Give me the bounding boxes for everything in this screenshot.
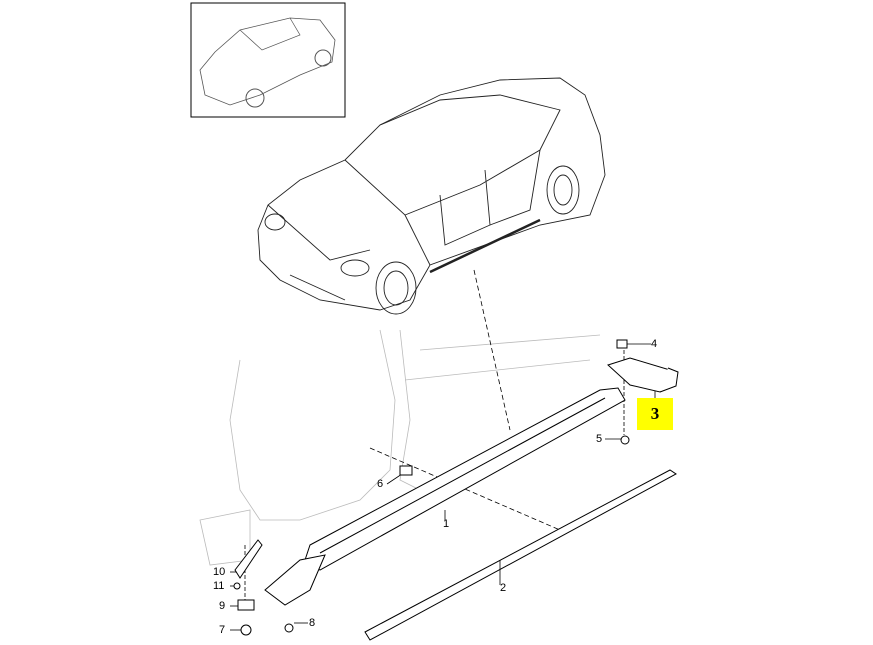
part-5-screw: [620, 435, 630, 445]
leader-lines: [230, 269, 656, 631]
part-1-sill-cover: [304, 387, 626, 571]
part-6-clip: [399, 465, 413, 476]
vehicle-illustration: [257, 77, 606, 315]
callout-1[interactable]: 1: [443, 518, 450, 530]
callout-3-highlighted[interactable]: 3: [637, 398, 673, 430]
vehicle-thumbnail: [190, 2, 346, 118]
callout-4[interactable]: 4: [651, 338, 658, 350]
callout-9[interactable]: 9: [219, 600, 226, 612]
callout-11[interactable]: 11: [213, 580, 225, 592]
callout-5[interactable]: 5: [596, 433, 603, 445]
part-2-trim-strip: [364, 469, 677, 641]
part-3-bracket: [607, 357, 679, 393]
part-4-clip: [616, 339, 628, 349]
callout-6[interactable]: 6: [377, 478, 384, 490]
callout-2[interactable]: 2: [500, 582, 507, 594]
callout-10[interactable]: 10: [213, 566, 226, 578]
part-front-bracket: [233, 539, 326, 636]
callout-8[interactable]: 8: [309, 617, 316, 629]
callout-7[interactable]: 7: [219, 624, 226, 636]
